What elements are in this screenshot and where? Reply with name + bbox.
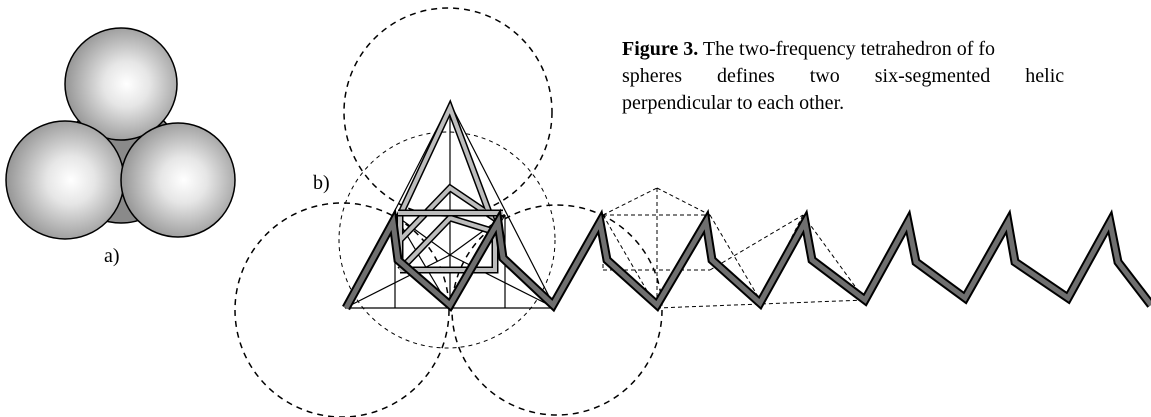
caption-line-3: perpendicular to each other. xyxy=(622,92,845,114)
panel-b-label: b) xyxy=(313,172,330,194)
figure-caption: Figure 3. The two-frequency tetrahedron … xyxy=(622,36,1151,117)
right-sphere xyxy=(120,122,236,238)
caption-line-1: Figure 3. The two-frequency tetrahedron … xyxy=(622,36,1151,63)
left-sphere xyxy=(5,120,125,240)
top-sphere xyxy=(64,27,178,141)
caption-text-1: The two-frequency tetrahedron of fo xyxy=(698,38,996,60)
panel-a-label: a) xyxy=(104,245,120,267)
inner-dashed-sphere xyxy=(338,131,556,349)
dark-helix xyxy=(342,207,1151,313)
caption-line-2: spheres defines two six-segmented helic xyxy=(622,65,1065,87)
upper-dashed-sphere xyxy=(343,7,553,217)
caption-label: Figure 3. xyxy=(622,38,699,60)
right-dashed-sphere xyxy=(451,204,663,416)
left-dashed-sphere xyxy=(234,202,450,417)
sphere-cluster xyxy=(5,27,236,240)
